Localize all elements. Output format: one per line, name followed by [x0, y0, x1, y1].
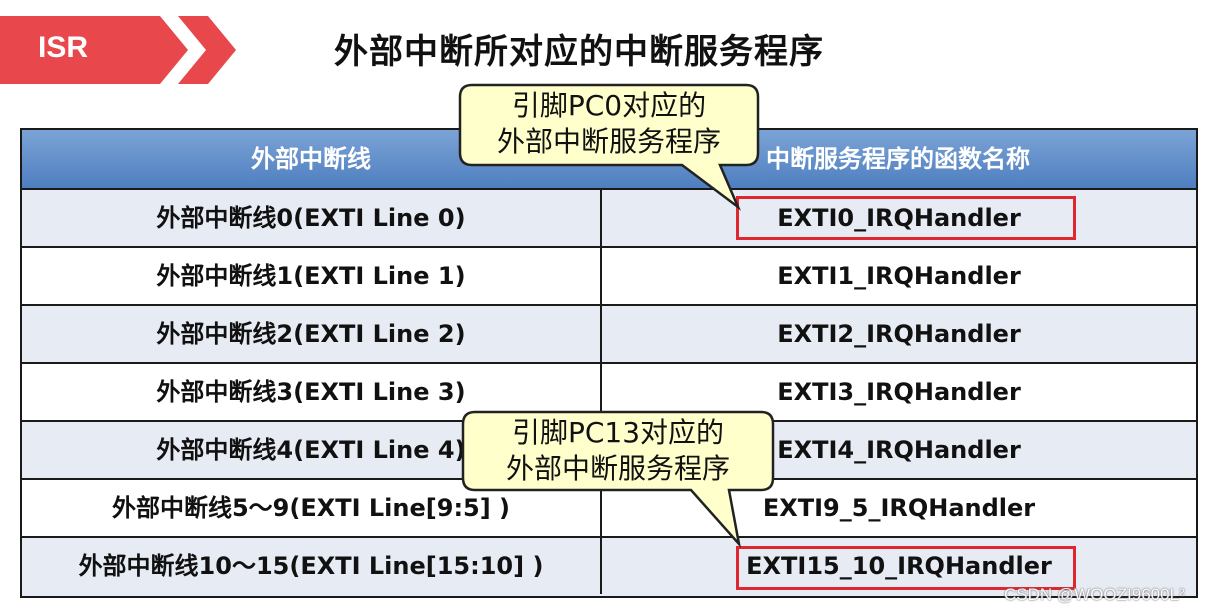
banner-arrow-shape	[0, 16, 236, 84]
exti-line-cell: 外部中断线0(EXTI Line 0)	[156, 204, 466, 232]
header-handler-name: 中断服务程序的函数名称	[766, 145, 1030, 173]
exti-line-cell: 外部中断线4(EXTI Line 4)	[156, 436, 466, 464]
callout-line-2: 外部中断服务程序	[505, 452, 730, 485]
callout-line-1: 引脚PC0对应的	[511, 89, 707, 122]
watermark: CSDN @WOOZI9600L²	[1004, 585, 1185, 604]
callout-line-2: 外部中断服务程序	[496, 125, 721, 158]
table-row: 外部中断线2(EXTI Line 2) EXTI2_IRQHandler	[22, 304, 1196, 362]
table-row: 外部中断线3(EXTI Line 3) EXTI3_IRQHandler	[22, 362, 1196, 420]
highlight-box-exti0	[736, 196, 1076, 240]
handler-cell: EXTI15_10_IRQHandler	[600, 538, 1196, 594]
page-title: 外部中断所对应的中断服务程序	[334, 32, 824, 72]
table-row: 外部中断线5～9(EXTI Line[9:5] ) EXTI9_5_IRQHan…	[22, 478, 1196, 536]
table-row: 外部中断线1(EXTI Line 1) EXTI1_IRQHandler	[22, 246, 1196, 304]
exti-line-cell: 外部中断线2(EXTI Line 2)	[156, 320, 466, 348]
header-exti-line: 外部中断线	[251, 145, 371, 173]
handler-cell: EXTI9_5_IRQHandler	[600, 480, 1196, 536]
handler-cell: EXTI4_IRQHandler	[600, 422, 1196, 478]
exti-line-cell: 外部中断线3(EXTI Line 3)	[156, 378, 466, 406]
banner-label: ISR	[38, 31, 89, 64]
handler-cell: EXTI2_IRQHandler	[600, 306, 1196, 362]
isr-table: 外部中断线 中断服务程序的函数名称 外部中断线0(EXTI Line 0) EX…	[20, 128, 1198, 598]
callout-bubble-shape	[458, 83, 760, 211]
callout-bubble-shape	[461, 410, 775, 549]
highlight-box-exti15-10	[736, 546, 1076, 590]
callout-pc13: 引脚PC13对应的 外部中断服务程序	[461, 410, 775, 549]
callout-line-1: 引脚PC13对应的	[511, 416, 725, 449]
exti-line-cell: 外部中断线5～9(EXTI Line[9:5] )	[111, 494, 511, 522]
exti-line-cell: 外部中断线1(EXTI Line 1)	[156, 262, 466, 290]
handler-cell: EXTI3_IRQHandler	[600, 364, 1196, 420]
handler-cell: EXTI1_IRQHandler	[600, 248, 1196, 304]
isr-banner: ISR	[0, 16, 240, 84]
exti-line-cell: 外部中断线10～15(EXTI Line[15:10] )	[78, 552, 544, 580]
callout-pc0: 引脚PC0对应的 外部中断服务程序	[458, 83, 760, 211]
table-row: 外部中断线0(EXTI Line 0) EXTI0_IRQHandler	[22, 188, 1196, 246]
handler-cell: EXTI0_IRQHandler	[600, 190, 1196, 246]
